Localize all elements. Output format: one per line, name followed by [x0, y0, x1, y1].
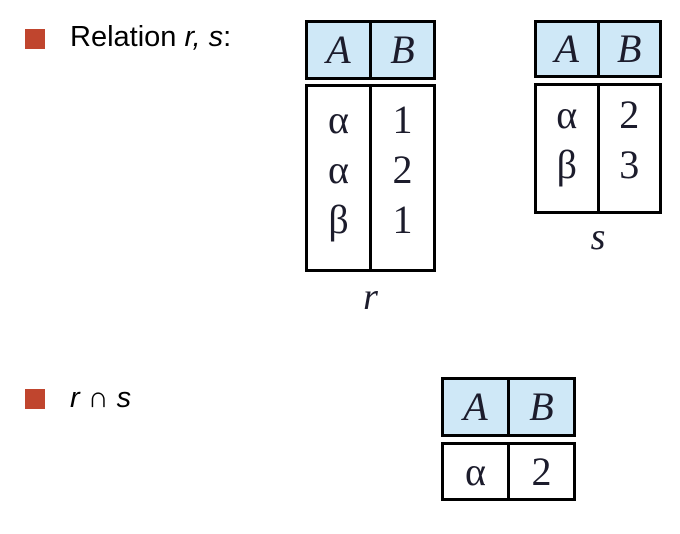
table-cell: β [556, 142, 577, 187]
relation-r: A B α α β 1 2 1 r [305, 20, 436, 316]
header-cell: A [554, 26, 579, 71]
bullet-relation-label: Relation r, s: [70, 19, 231, 55]
header-cell: B [529, 384, 554, 429]
table-cell: β [328, 197, 349, 242]
relation-s-body: α β 2 3 [534, 83, 662, 214]
table-cell: α [328, 97, 349, 142]
relation-r-caption: r [363, 276, 378, 318]
table-cell: α [328, 147, 349, 192]
body-col-b: 2 3 [596, 86, 660, 211]
header-col-b: B [369, 23, 433, 77]
expr-left: r [70, 382, 80, 414]
relation-s-header: A B [534, 20, 662, 78]
intersection-operator: ∩ [87, 382, 109, 414]
relation-result-header: A B [441, 377, 576, 437]
header-col-a: A [537, 23, 597, 75]
relation-r-body: α α β 1 2 1 [305, 84, 436, 272]
relation-result-body: α 2 [441, 442, 576, 501]
table-cell: 2 [531, 449, 552, 494]
bullet-suffix: : [223, 21, 232, 53]
body-col-b: 2 [507, 445, 573, 498]
body-col-a: α α β [308, 87, 369, 269]
square-bullet-icon [25, 29, 45, 49]
relation-r-header: A B [305, 20, 436, 80]
bullet-relation-names: r, s [184, 21, 224, 53]
table-cell: 2 [619, 92, 640, 137]
table-cell: 1 [392, 97, 413, 142]
body-col-b: 1 2 1 [369, 87, 433, 269]
expr-right: s [116, 382, 132, 414]
bullet-prefix: Relation [70, 21, 185, 53]
body-col-a: α β [537, 86, 597, 211]
table-cell: 1 [392, 197, 413, 242]
header-col-b: B [507, 380, 573, 434]
header-col-b: B [596, 23, 660, 75]
header-cell: B [390, 27, 415, 72]
header-cell: A [463, 384, 488, 429]
table-cell: 3 [619, 142, 640, 187]
relation-s: A B α β 2 3 s [534, 20, 662, 256]
body-col-a: α [444, 445, 507, 498]
header-col-a: A [308, 23, 369, 77]
relation-s-caption: s [590, 216, 606, 258]
table-cell: α [465, 449, 486, 494]
relation-result: A B α 2 [441, 377, 576, 503]
header-cell: B [617, 26, 642, 71]
square-bullet-icon [25, 389, 45, 409]
bullet-intersection-label: r ∩ s [70, 380, 131, 416]
table-cell: α [556, 92, 578, 137]
table-cell: 2 [392, 147, 413, 192]
header-col-a: A [444, 380, 507, 434]
header-cell: A [326, 27, 351, 72]
